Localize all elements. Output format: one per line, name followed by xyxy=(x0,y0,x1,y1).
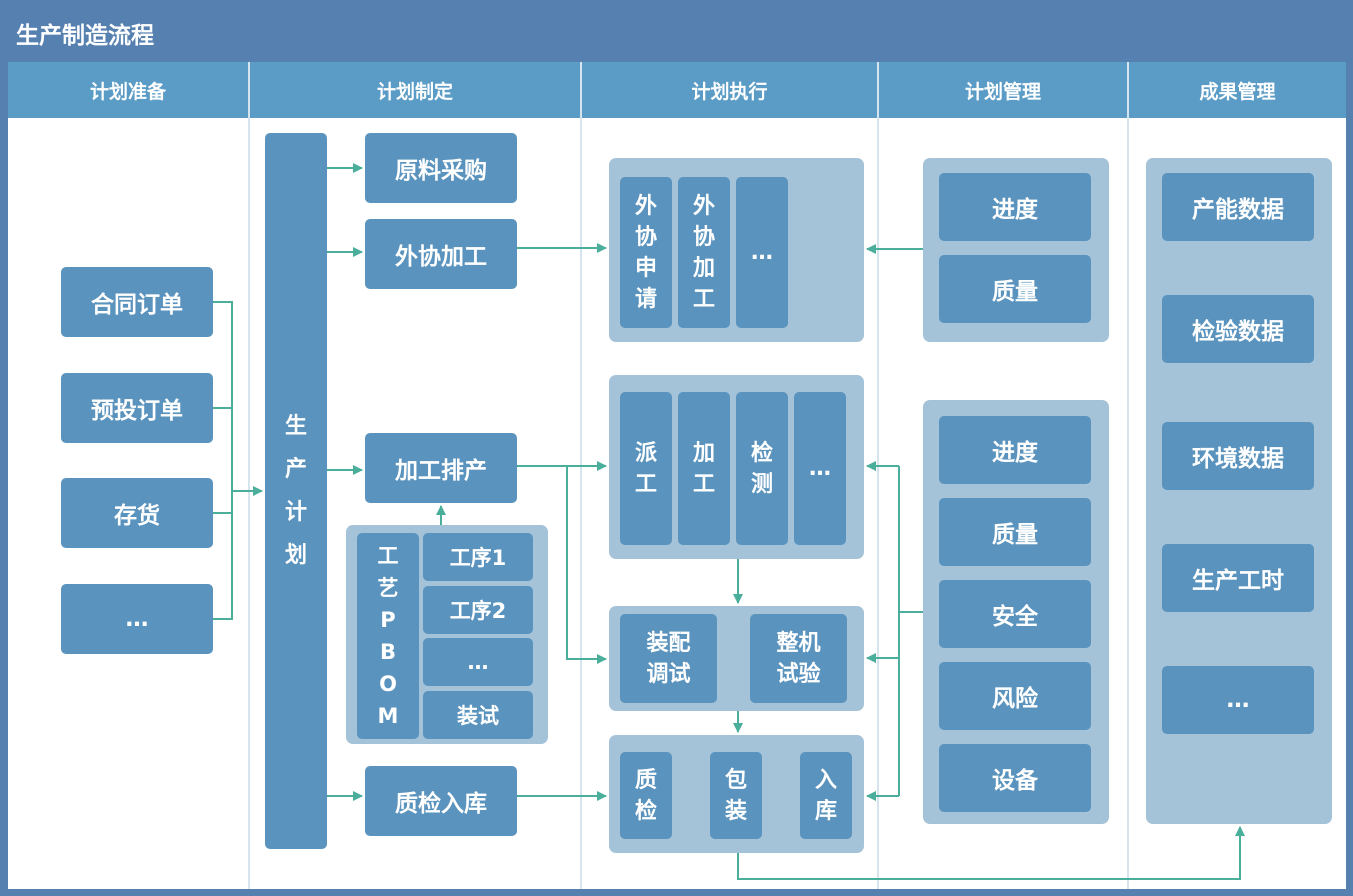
machine-test-box: 整机 试验 xyxy=(750,614,847,703)
results-more-box: … xyxy=(1162,666,1314,734)
column-divider xyxy=(580,62,582,889)
column-header-prep: 计划准备 xyxy=(8,62,248,118)
column-header-manage: 计划管理 xyxy=(879,62,1127,118)
machining-box: 加 工 xyxy=(678,392,730,545)
manage2-equipment-box: 设备 xyxy=(939,744,1091,812)
pbom-assembly-test-box: 装试 xyxy=(423,691,533,739)
pbom-step1-box: 工序1 xyxy=(423,533,533,581)
column-header-results: 成果管理 xyxy=(1129,62,1346,118)
pre-order-box: 预投订单 xyxy=(61,373,213,443)
manage2-safety-box: 安全 xyxy=(939,580,1091,648)
outsource-processing-box: 外协加工 xyxy=(365,219,517,289)
packaging-box: 包 装 xyxy=(710,752,762,839)
final-qc-box: 质 检 xyxy=(620,752,672,839)
prep-bracket-line xyxy=(213,301,233,620)
column-divider xyxy=(248,62,250,889)
assembly-debug-box: 装配 调试 xyxy=(620,614,717,703)
environment-data-box: 环境数据 xyxy=(1162,422,1314,490)
diagram-title: 生产制造流程 xyxy=(16,23,154,49)
inspection-box: 检 测 xyxy=(736,392,788,545)
outsource-request-box: 外 协 申 请 xyxy=(620,177,672,328)
column-divider xyxy=(877,62,879,889)
qc-storage-box: 质检入库 xyxy=(365,766,517,836)
column-header-exec: 计划执行 xyxy=(582,62,877,118)
manage2-risk-box: 风险 xyxy=(939,662,1091,730)
outsource-more-box: … xyxy=(736,177,788,328)
inventory-box: 存货 xyxy=(61,478,213,548)
dispatch-box: 派 工 xyxy=(620,392,672,545)
production-plan-box: 生 产 计 划 xyxy=(265,133,327,849)
material-purchase-box: 原料采购 xyxy=(365,133,517,203)
production-hours-box: 生产工时 xyxy=(1162,544,1314,612)
process-more-box: … xyxy=(794,392,846,545)
pbom-label-box: 工 艺 P B O M xyxy=(357,533,419,739)
pbom-more-box: … xyxy=(423,638,533,686)
final-to-results-arrow xyxy=(737,826,1245,880)
contract-order-box: 合同订单 xyxy=(61,267,213,337)
capacity-data-box: 产能数据 xyxy=(1162,173,1314,241)
manage2-progress-box: 进度 xyxy=(939,416,1091,484)
manage1-progress-box: 进度 xyxy=(939,173,1091,241)
manage2-quality-box: 质量 xyxy=(939,498,1091,566)
pbom-step2-box: 工序2 xyxy=(423,586,533,634)
warehousing-box: 入 库 xyxy=(800,752,852,839)
prep-more-box: … xyxy=(61,584,213,654)
process-scheduling-box: 加工排产 xyxy=(365,433,517,503)
column-divider xyxy=(1127,62,1129,889)
manage1-quality-box: 质量 xyxy=(939,255,1091,323)
inspection-data-box: 检验数据 xyxy=(1162,295,1314,363)
column-header-define: 计划制定 xyxy=(250,62,580,118)
outsource-process-box: 外 协 加 工 xyxy=(678,177,730,328)
schedule-to-assembly-arrow xyxy=(566,466,607,664)
